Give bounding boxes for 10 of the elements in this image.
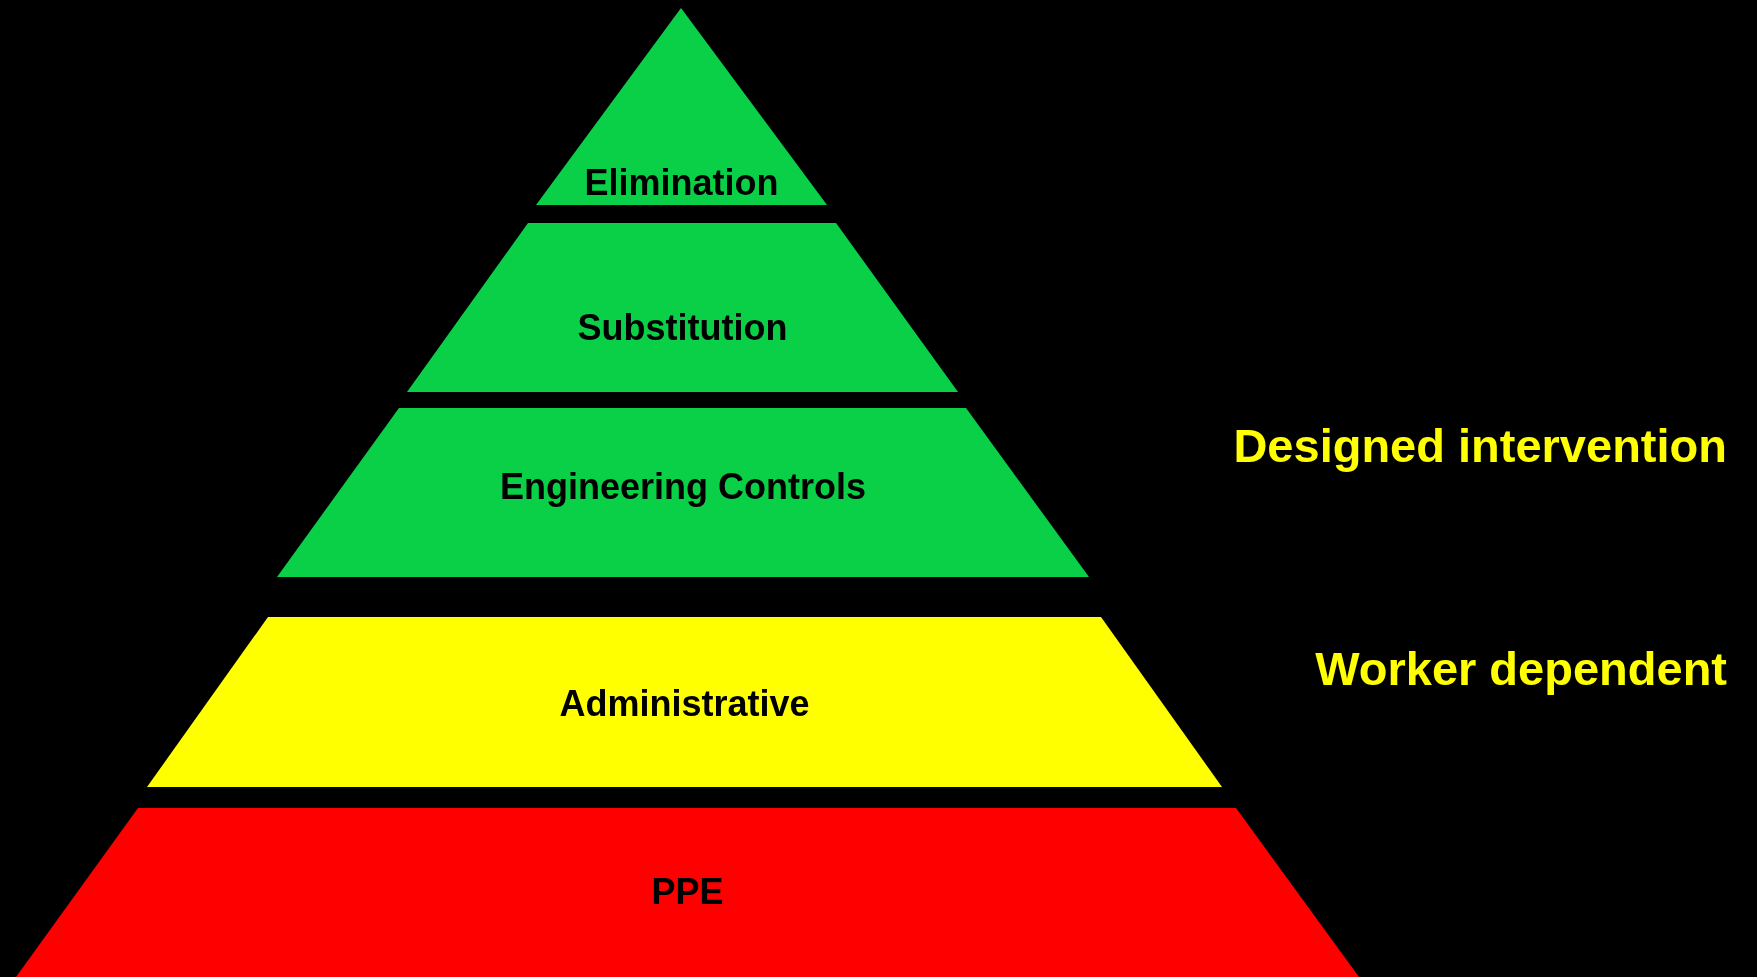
pyramid-tier	[16, 808, 1359, 977]
pyramid-apex	[536, 8, 827, 205]
tier-label: Substitution	[576, 310, 789, 346]
tier-label: Elimination	[583, 165, 780, 201]
pyramid-tier	[147, 617, 1222, 787]
pyramid-tier	[277, 408, 1089, 577]
pyramid-tier	[407, 223, 958, 392]
tier-label: Administrative	[558, 686, 811, 722]
tier-label: Engineering Controls	[499, 469, 867, 505]
tier-label: PPE	[650, 874, 725, 910]
